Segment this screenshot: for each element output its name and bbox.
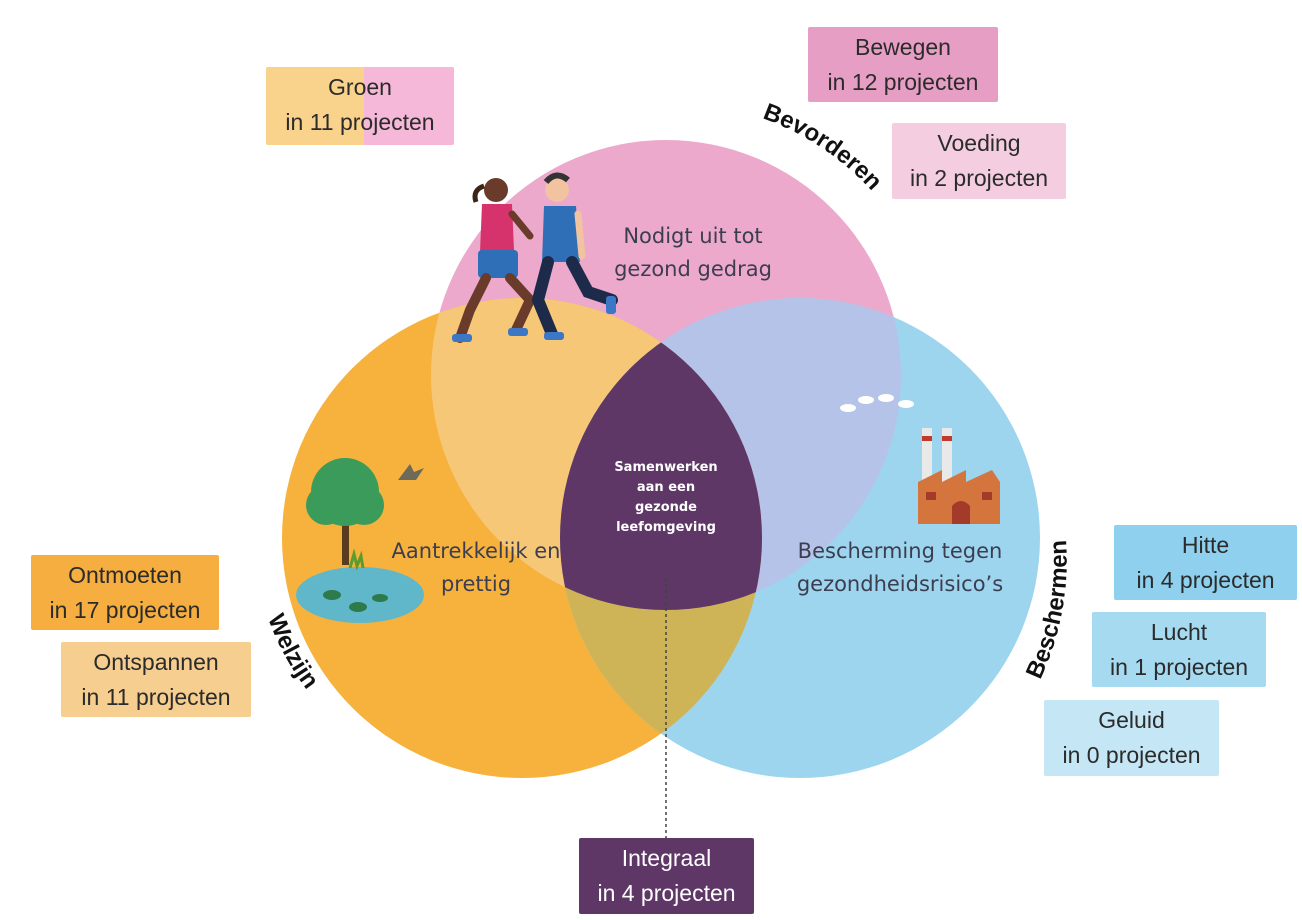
tag-ontspannen-count: in 11 projecten <box>81 684 231 710</box>
top-text-line1: Nodigt uit tot <box>623 224 763 248</box>
right-circle-text: Bescherming tegen gezondheidsrisico’s <box>770 535 1030 601</box>
tag-geluid-count: in 0 projecten <box>1062 742 1201 768</box>
center-line1: Samenwerken <box>614 460 718 475</box>
tag-ontspannen: Ontspannen in 11 projecten <box>61 642 251 717</box>
tag-voeding: Voeding in 2 projecten <box>892 123 1066 199</box>
tag-hitte-count: in 4 projecten <box>1136 567 1275 593</box>
tree-pond-illustration <box>296 458 424 623</box>
tag-ontmoeten-count: in 17 projecten <box>49 597 201 623</box>
tag-integraal-name: Integraal <box>621 845 712 871</box>
tag-lucht-count: in 1 projecten <box>1109 654 1249 680</box>
center-line3: gezonde <box>635 500 697 515</box>
right-text-line2: gezondheidsrisico’s <box>796 572 1004 596</box>
tag-ontspannen-name: Ontspannen <box>93 649 219 675</box>
tag-bewegen: Bewegen in 12 projecten <box>808 27 998 102</box>
tag-ontmoeten: Ontmoeten in 17 projecten <box>31 555 219 630</box>
tag-hitte-name: Hitte <box>1181 532 1230 558</box>
tag-geluid: Geluid in 0 projecten <box>1044 700 1219 776</box>
tag-groen-name: Groen <box>328 74 392 100</box>
left-text-line1: Aantrekkelijk en <box>391 539 561 563</box>
cloud-icon <box>840 404 856 412</box>
tag-hitte: Hitte in 4 projecten <box>1114 525 1297 600</box>
right-text-line1: Bescherming tegen <box>797 539 1003 563</box>
tag-integraal-count: in 4 projecten <box>597 880 736 906</box>
top-circle-text: Nodigt uit tot gezond gedrag <box>593 220 793 286</box>
tag-lucht: Lucht in 1 projecten <box>1092 612 1266 687</box>
left-circle-text: Aantrekkelijk en prettig <box>366 535 586 601</box>
center-text: Samenwerken aan een gezonde leefomgeving <box>596 458 736 538</box>
tag-integraal: Integraal in 4 projecten <box>579 838 754 914</box>
bird-icon <box>398 464 424 480</box>
runners-illustration <box>452 172 618 343</box>
tag-groen: Groen in 11 projecten <box>266 67 454 145</box>
tag-lucht-name: Lucht <box>1150 619 1208 645</box>
tag-geluid-name: Geluid <box>1098 707 1165 733</box>
tag-bewegen-count: in 12 projecten <box>827 69 979 95</box>
tag-ontmoeten-name: Ontmoeten <box>68 562 182 588</box>
tag-bewegen-name: Bewegen <box>855 34 951 60</box>
tag-voeding-count: in 2 projecten <box>909 165 1049 191</box>
center-line4: leefomgeving <box>616 520 716 535</box>
center-intersection <box>560 298 762 610</box>
factory-illustration <box>840 394 1000 524</box>
top-text-line2: gezond gedrag <box>614 257 772 281</box>
tag-voeding-name: Voeding <box>937 130 1021 156</box>
center-line2: aan een <box>636 480 696 495</box>
tag-groen-count: in 11 projecten <box>285 109 435 135</box>
left-text-line2: prettig <box>440 572 512 596</box>
